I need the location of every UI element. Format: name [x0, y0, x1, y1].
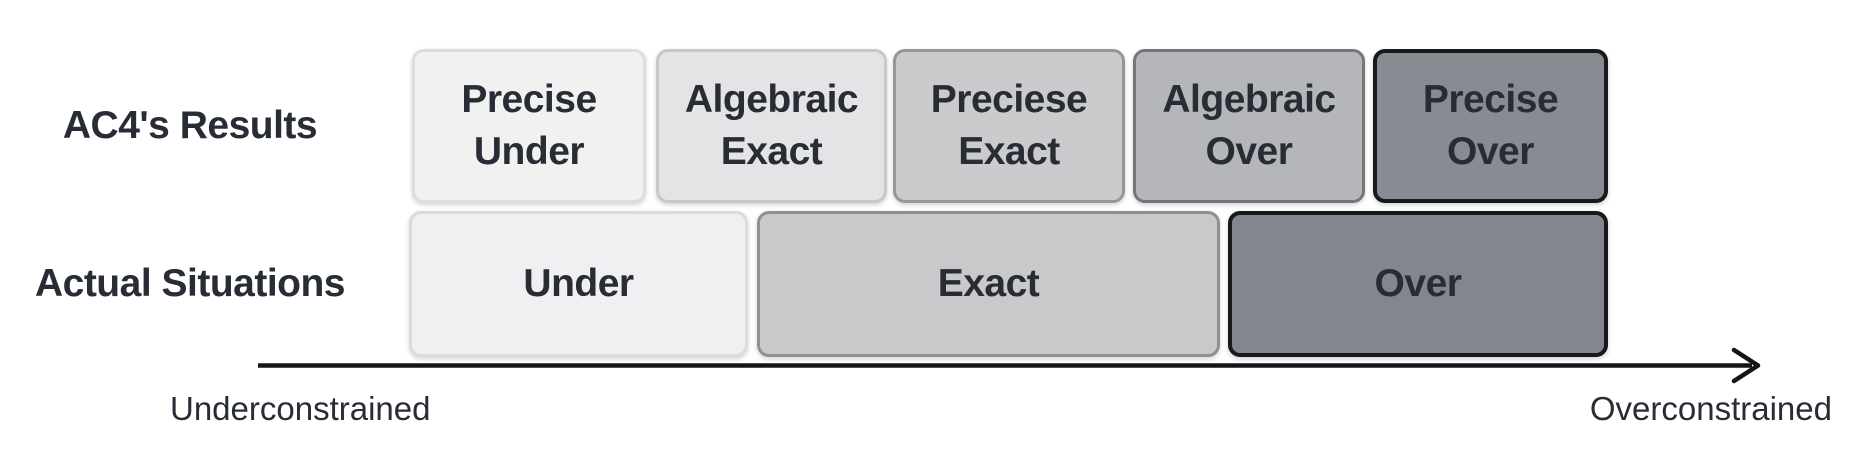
row-label-ac4-results: AC4's Results — [62, 104, 318, 147]
result-box-algebraic-exact: Algebraic Exact — [656, 49, 887, 203]
axis-label-overconstrained: Overconstrained — [1589, 390, 1832, 427]
situation-box-exact: Exact — [757, 211, 1220, 357]
situation-box-over: Over — [1228, 211, 1608, 357]
situation-box-under: Under — [409, 211, 748, 357]
result-box-algebraic-over: Algebraic Over — [1133, 49, 1365, 203]
result-box-preciese-exact: Preciese Exact — [893, 49, 1125, 203]
axis-arrowhead-icon — [1731, 347, 1761, 384]
result-box-precise-under: Precise Under — [412, 49, 646, 203]
row-label-actual-situations: Actual Situations — [34, 262, 346, 305]
result-box-precise-over: Precise Over — [1373, 49, 1608, 203]
axis-label-underconstrained: Underconstrained — [170, 390, 431, 427]
